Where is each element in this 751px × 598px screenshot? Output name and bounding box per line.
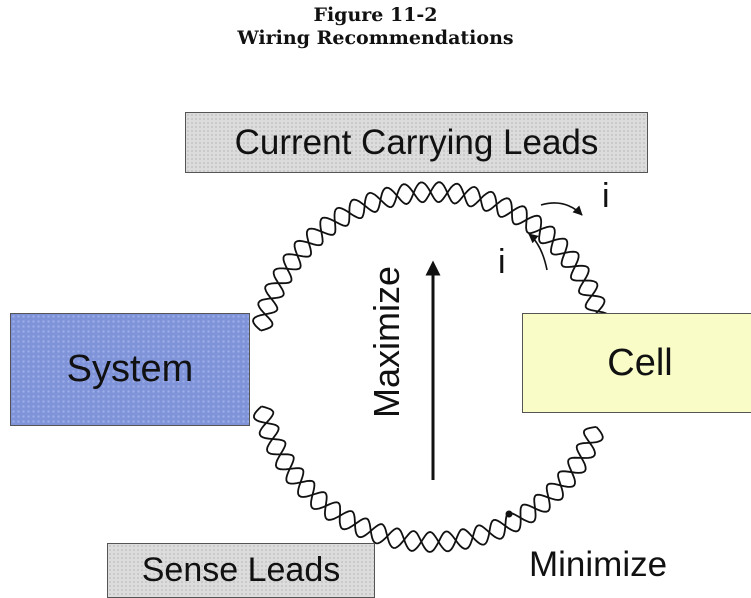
sense-leads-label: Sense Leads xyxy=(107,543,375,598)
current-carrying-leads-label: Current Carrying Leads xyxy=(185,112,648,173)
minimize-label: Minimize xyxy=(529,545,668,584)
cell-label: Cell xyxy=(607,341,673,384)
maximize-label: Maximize xyxy=(366,265,407,419)
system-label: System xyxy=(66,348,194,390)
figure-number: Figure 11-2 xyxy=(313,4,438,26)
current-arrow-inner xyxy=(528,233,548,271)
system-box: System xyxy=(10,313,250,426)
figure-header: Figure 11-2 Wiring Recommendations xyxy=(0,4,751,50)
current-lead-strand-2 xyxy=(257,181,612,332)
current-arrow-outer xyxy=(540,202,583,216)
sense-leads-text: Sense Leads xyxy=(141,551,341,589)
current-lead-strand-1 xyxy=(252,181,606,332)
current-symbol-outer: i xyxy=(602,177,610,215)
cell-box: Cell xyxy=(522,313,751,413)
current-carrying-leads-text: Current Carrying Leads xyxy=(234,122,599,162)
sense-lead-strand-1 xyxy=(253,405,597,553)
current-symbol-inner: i xyxy=(498,243,506,281)
minimize-pointer-dot xyxy=(505,510,513,518)
sense-lead-strand-2 xyxy=(258,405,604,553)
figure-title: Wiring Recommendations xyxy=(237,27,514,49)
